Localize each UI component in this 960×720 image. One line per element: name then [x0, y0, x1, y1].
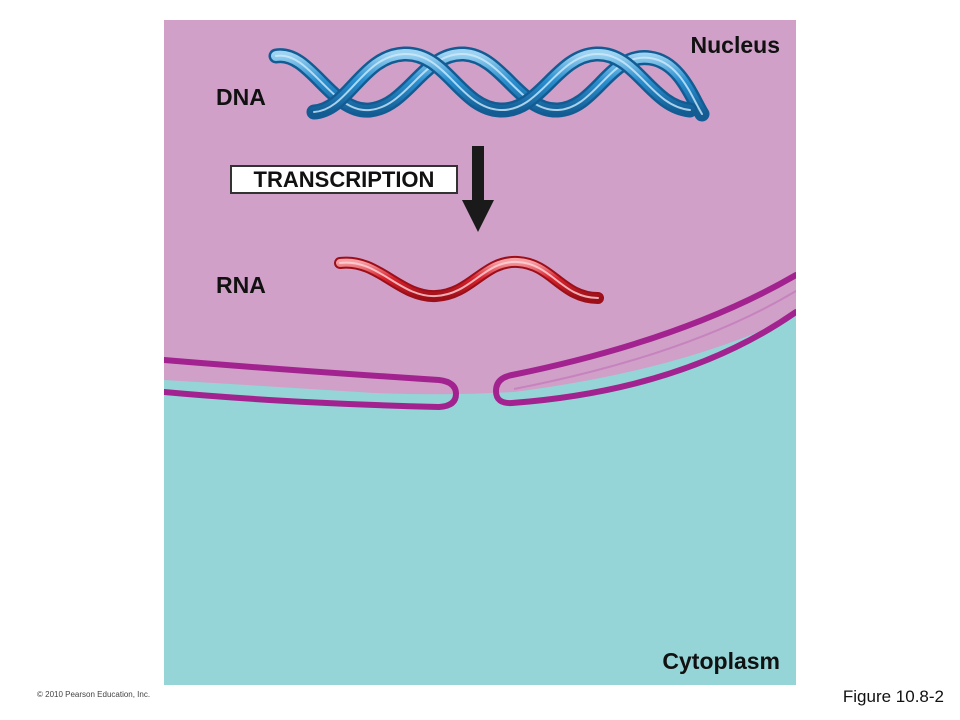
rna-strand	[334, 255, 604, 304]
nuclear-envelope-right	[492, 272, 796, 407]
cytoplasm-label: Cytoplasm	[662, 648, 780, 674]
rna-label: RNA	[216, 272, 266, 298]
dna-label: DNA	[216, 84, 266, 110]
transcription-label: TRANSCRIPTION	[230, 165, 458, 194]
diagram-canvas	[164, 20, 796, 685]
nuclear-envelope-inner	[513, 290, 796, 390]
copyright-notice: © 2010 Pearson Education, Inc.	[37, 690, 151, 699]
nuclear-envelope-left	[164, 357, 460, 411]
figure-label: Figure 10.8-2	[842, 687, 944, 706]
nucleus-label: Nucleus	[690, 32, 780, 58]
transcription-arrow	[462, 146, 494, 232]
dna-double-helix	[268, 46, 710, 122]
diagram-panel: Nucleus DNA TRANSCRIPTION RNA Cytoplasm	[164, 20, 796, 685]
